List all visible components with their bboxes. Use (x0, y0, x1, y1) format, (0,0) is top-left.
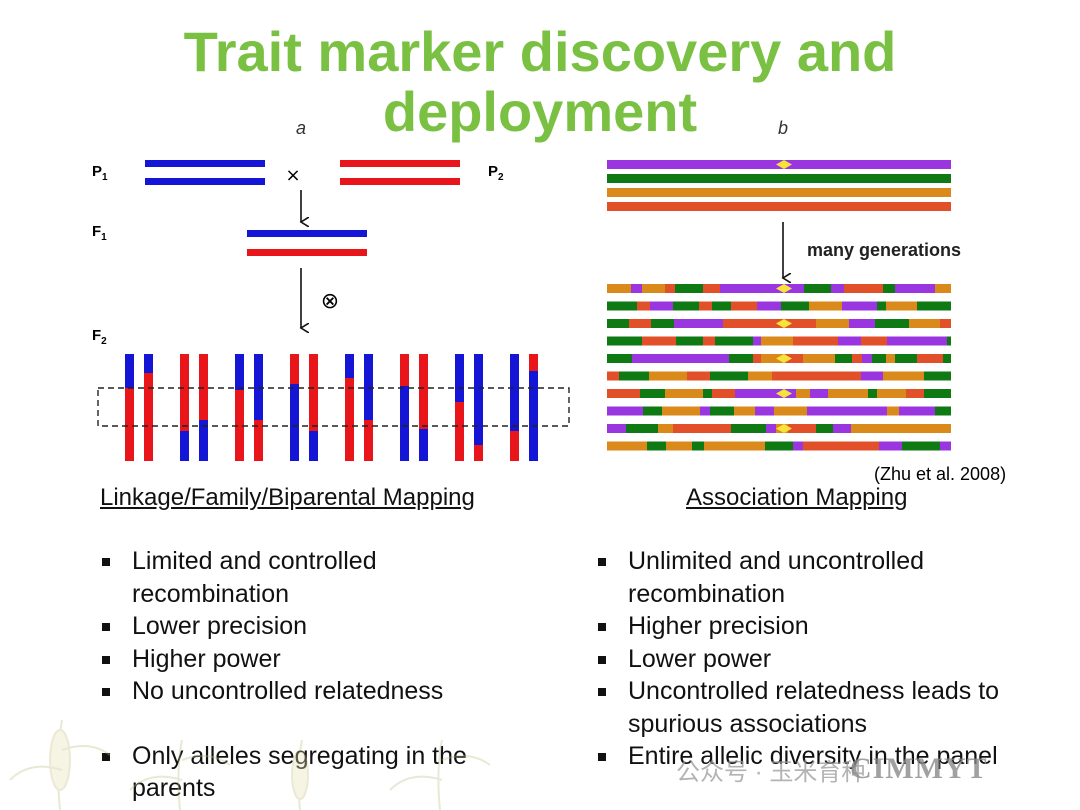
f2-chromosome (309, 354, 318, 461)
right-heading: Association Mapping (686, 484, 908, 511)
f2-chromosome (364, 354, 373, 461)
list-item: Higher power (98, 643, 518, 676)
f2-chromosome (199, 354, 208, 461)
recombined-chromosomes (607, 284, 951, 451)
slide-title: Trait marker discovery and deployment (0, 22, 1080, 142)
slide-title-line-2: deployment (382, 80, 698, 143)
self-symbol: ⊗ (321, 289, 339, 314)
qtl-region-box (97, 387, 570, 427)
list-item: Higher precision (594, 610, 1034, 643)
recombined-strand (607, 354, 951, 363)
left-bullet-list: Limited and controlled recombination Low… (98, 545, 518, 805)
f1-label: F1 (92, 223, 107, 243)
many-generations-label: many generations (807, 240, 961, 260)
panel-a-letter: a (296, 118, 307, 138)
f2-chromosome (144, 354, 153, 461)
founder-strand (607, 174, 951, 183)
founder-strand (607, 188, 951, 197)
f2-chromosome (254, 354, 263, 461)
list-item: Lower precision (98, 610, 518, 643)
f2-chromosome (474, 354, 483, 461)
founder-strand (607, 202, 951, 211)
watermark-text: 公众号 · 玉米育种 (676, 759, 866, 786)
association-mapping-diagram: many generations (607, 160, 961, 451)
f2-chromosome (510, 354, 519, 461)
list-item: Only alleles segregating in the parents (98, 740, 518, 805)
f2-chromosome (125, 354, 134, 461)
recombined-strand (607, 406, 951, 416)
recombined-strand (607, 319, 951, 328)
biparental-cross-diagram: P1 × P2 F1 ⊗ F2 (92, 160, 570, 461)
panel-b-letter: b (778, 118, 789, 138)
slide-title-line-1: Trait marker discovery and (183, 20, 897, 83)
maize-decoration (9, 719, 491, 810)
citation: (Zhu et al. 2008) (874, 464, 1007, 484)
causal-locus-marker (776, 389, 792, 398)
founder-chromosomes (607, 160, 951, 211)
list-item: Uncontrolled relatedness leads to spurio… (594, 675, 1034, 740)
recombined-strand (607, 336, 951, 346)
cross-symbol: × (285, 165, 300, 186)
f2-chromosome (419, 354, 428, 461)
f2-label: F2 (92, 327, 107, 347)
causal-locus-marker (776, 354, 792, 363)
list-item: Lower power (594, 643, 1034, 676)
right-bullet-list: Unlimited and uncontrolled recombination… (594, 545, 1034, 773)
left-heading: Linkage/Family/Biparental Mapping (100, 484, 475, 511)
recombined-strand (607, 441, 951, 451)
parent-1-chromosomes (145, 160, 265, 185)
causal-locus-marker (776, 424, 792, 433)
f2-chromosome (180, 354, 189, 461)
f1-chromosomes (247, 230, 367, 256)
causal-locus-marker (776, 284, 792, 293)
f2-chromosome (290, 354, 299, 461)
list-item: Entire allelic diversity in the panel (594, 740, 1034, 773)
causal-locus-marker (776, 160, 792, 169)
f2-chromosome (400, 354, 409, 461)
list-item: Limited and controlled recombination (98, 545, 518, 610)
f2-chromosome (345, 354, 354, 461)
parent-2-chromosomes (340, 160, 460, 185)
f2-chromosome (455, 354, 464, 461)
p2-label: P2 (488, 163, 504, 183)
list-item: Unlimited and uncontrolled recombination (594, 545, 1034, 610)
list-item: No uncontrolled relatedness (98, 675, 518, 708)
recombined-strand (607, 284, 951, 293)
recombined-strand (607, 371, 951, 381)
f2-chromosome (235, 354, 244, 461)
f2-chromosome-pairs (125, 354, 538, 461)
causal-locus-marker (776, 319, 792, 328)
recombined-strand (607, 301, 951, 311)
recombined-strand (607, 389, 951, 398)
cimmyt-logo: CIMMYT (850, 752, 988, 785)
f2-chromosome (529, 354, 538, 461)
recombined-strand (607, 424, 951, 433)
p1-label: P1 (92, 163, 108, 183)
